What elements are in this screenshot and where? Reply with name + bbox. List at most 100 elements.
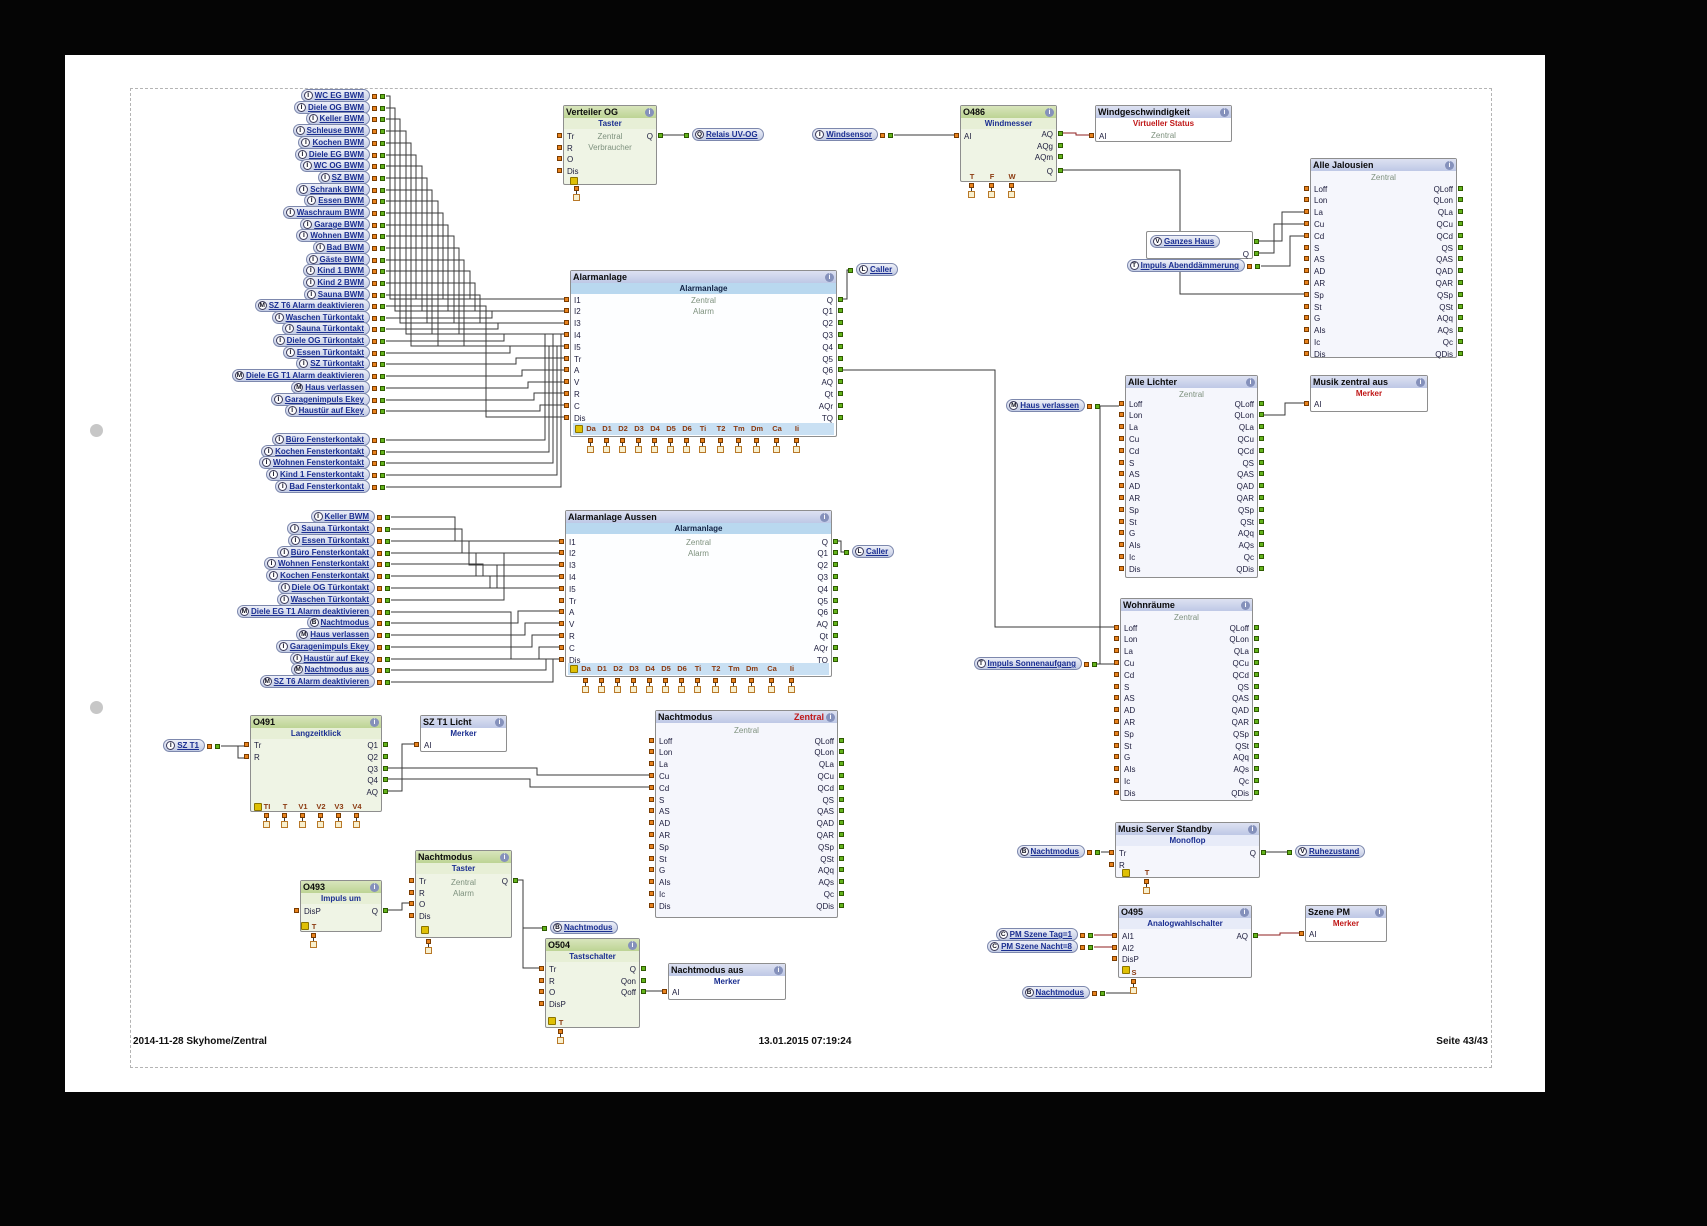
input-connector bbox=[377, 526, 382, 532]
info-icon[interactable]: i bbox=[1246, 377, 1255, 387]
port-a: A bbox=[574, 366, 580, 376]
info-icon[interactable]: i bbox=[1248, 824, 1257, 834]
info-icon[interactable]: i bbox=[370, 882, 379, 892]
info-icon[interactable]: i bbox=[628, 940, 637, 950]
connector-stub bbox=[776, 443, 777, 446]
terminal-connector bbox=[967, 190, 975, 198]
info-icon[interactable]: i bbox=[1220, 107, 1229, 117]
info-icon[interactable]: i bbox=[645, 107, 654, 117]
info-icon[interactable]: i bbox=[1416, 377, 1425, 387]
port-ai2: AI2 bbox=[1122, 943, 1135, 953]
info-icon[interactable]: i bbox=[500, 852, 509, 862]
output-connector bbox=[1095, 849, 1100, 855]
port-ar: AR bbox=[1129, 493, 1141, 503]
info-icon[interactable]: i bbox=[774, 965, 783, 975]
port-aq: AQ bbox=[1236, 931, 1248, 941]
info-icon[interactable]: i bbox=[826, 712, 835, 722]
port-i5: I5 bbox=[574, 342, 581, 352]
info-icon[interactable]: i bbox=[370, 717, 379, 727]
pill-label: Diele EG BWM bbox=[308, 150, 364, 159]
input-connector bbox=[317, 812, 323, 818]
info-icon[interactable]: i bbox=[1240, 907, 1249, 917]
terminal-connector bbox=[752, 445, 760, 453]
info-icon[interactable]: i bbox=[1241, 600, 1250, 610]
connector-stub bbox=[751, 683, 752, 686]
port-aq: AQ bbox=[816, 620, 828, 630]
input-connector bbox=[1114, 766, 1119, 772]
output-connector bbox=[839, 820, 844, 826]
info-icon[interactable]: i bbox=[1045, 107, 1054, 117]
input-connector bbox=[372, 361, 377, 367]
output-connector bbox=[1458, 244, 1463, 250]
output-connector bbox=[1254, 777, 1259, 783]
block-type: Virtueller Status bbox=[1096, 118, 1231, 129]
info-icon[interactable]: i bbox=[1375, 907, 1384, 917]
info-icon[interactable]: i bbox=[820, 512, 829, 522]
info-icon[interactable]: i bbox=[495, 717, 504, 727]
info-icon[interactable]: i bbox=[825, 272, 834, 282]
output-connector bbox=[385, 679, 390, 685]
input-connector bbox=[735, 437, 741, 443]
output-connector bbox=[838, 320, 843, 326]
port-qdis: QDis bbox=[1236, 564, 1254, 574]
timer-port-tm: Tm bbox=[733, 424, 745, 433]
info-icon[interactable]: i bbox=[1445, 160, 1454, 170]
port-qlon: QLon bbox=[1433, 196, 1453, 206]
